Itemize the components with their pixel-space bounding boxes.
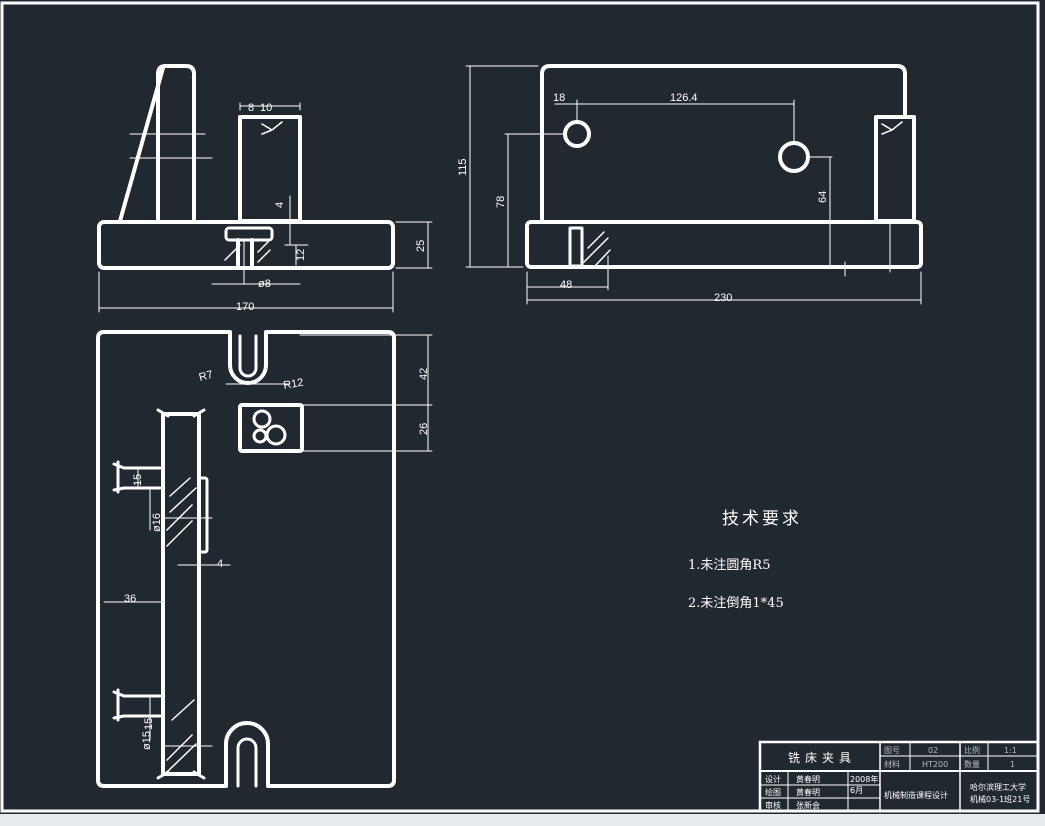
tb-review-label: 审核 (765, 800, 781, 810)
tech-requirements: 技术要求 1.未注圆角R5 2.未注倒角1*45 (688, 509, 802, 611)
tb-date: 2008年 (850, 774, 878, 784)
sheet-bottom-strip (0, 814, 1045, 826)
top-pin-2 (112, 688, 162, 722)
tb-school: 哈尔滨理工大学 (970, 782, 1026, 792)
side-view (465, 64, 923, 305)
top-dim-4: 15 (132, 474, 144, 486)
tb-code-value: 02 (928, 746, 938, 755)
top-dim-8: 15 (143, 718, 155, 730)
tb-draw-name: 黄春明 (796, 787, 820, 797)
side-hole-2 (778, 141, 810, 173)
tech-req-item-2: 2.未注倒角1*45 (688, 596, 784, 611)
front-dim-5: ø8 (258, 278, 271, 290)
tb-date2: 6月 (850, 786, 863, 795)
side-view-dims: 18 126.4 115 78 64 48 230 (457, 92, 829, 304)
tb-design-label: 设计 (765, 774, 781, 784)
top-dim-3: 26 (418, 423, 430, 435)
top-clamp (197, 476, 209, 554)
tb-draw-label: 绘图 (765, 787, 781, 797)
top-boss (238, 403, 304, 453)
side-dim-3: 78 (495, 196, 507, 208)
top-dim-9: ø15 (141, 731, 153, 750)
tb-code-label: 图号 (884, 746, 900, 755)
top-dim-5: ø16 (151, 513, 163, 532)
side-hatch (583, 231, 611, 267)
side-dim-2: 115 (457, 158, 469, 176)
side-dim-5: 48 (560, 279, 572, 291)
top-slot-inner (238, 334, 258, 378)
side-column (874, 115, 916, 223)
top-view (96, 330, 433, 788)
side-slot (568, 226, 584, 268)
front-dim-4: 25 (415, 240, 427, 252)
top-outline (96, 330, 396, 788)
top-view-dims: R7 R12 42 26 15 ø16 4 36 15 ø15 (124, 368, 430, 750)
front-bolt-head (224, 226, 274, 242)
tb-scale-label: 比例 (964, 745, 980, 755)
tb-qty-value: 1 (1010, 760, 1015, 769)
tech-req-item-1: 1.未注圆角R5 (688, 558, 770, 573)
top-hatch-2 (166, 699, 197, 773)
top-dim-0: R7 (198, 369, 215, 384)
side-back-plate (540, 64, 907, 223)
side-dim-4: 64 (817, 191, 829, 203)
tb-material-label: 材料 (884, 759, 900, 769)
front-hatch (224, 241, 271, 263)
front-dim-1: 10 (260, 102, 272, 114)
tb-scale-value: 1:1 (1004, 746, 1017, 755)
front-dim-6: 170 (236, 301, 254, 313)
title-block (758, 740, 1040, 813)
sheet-border (0, 1, 1040, 813)
title-block-text: 铣床夹具 图号 02 比例 1:1 材料 HT200 数量 1 设计 黄春明 绘… (765, 745, 1030, 810)
top-dim-2: 42 (418, 368, 430, 380)
front-upright (156, 64, 196, 223)
front-bolt-hole (236, 238, 254, 268)
tb-part-name: 铣床夹具 (788, 751, 856, 765)
side-dim-6: 230 (714, 292, 732, 304)
top-dim-7: 36 (124, 593, 136, 605)
tb-material-value: HT200 (922, 760, 948, 769)
side-dim-0: 18 (553, 92, 565, 104)
side-dim-1: 126.4 (670, 92, 698, 104)
front-column (238, 115, 302, 223)
front-rib (118, 66, 165, 223)
top-dim-1: R12 (282, 377, 304, 392)
front-view-dims: 8 10 4 12 25 ø8 170 (236, 102, 427, 313)
top-dim-6: 4 (217, 558, 223, 570)
front-dim-0: 8 (248, 102, 254, 114)
bottom-slot-inner (236, 737, 258, 788)
side-base (525, 220, 923, 269)
front-dim-2: 4 (274, 202, 286, 208)
tb-design-name: 黄春明 (796, 774, 820, 784)
tb-review-name: 张新会 (796, 800, 820, 810)
tb-project: 机械制造课程设计 (884, 790, 948, 800)
tech-req-title: 技术要求 (722, 509, 802, 529)
front-view (97, 64, 433, 313)
side-hole-1 (563, 120, 591, 148)
tb-qty-label: 数量 (964, 759, 980, 769)
tb-class-info: 机械03-1班21号 (970, 794, 1030, 804)
top-upright (161, 412, 201, 776)
front-dim-3: 12 (295, 249, 307, 261)
top-pin-1 (112, 460, 162, 494)
top-hatch-1 (166, 477, 197, 547)
